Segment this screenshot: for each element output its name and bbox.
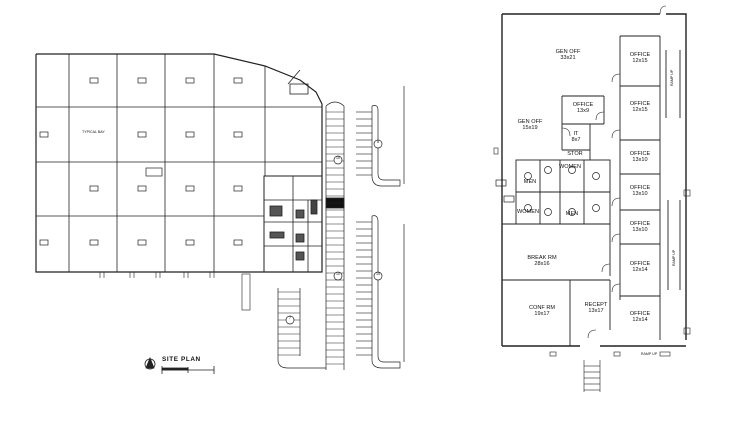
restroom-label: MEN: [565, 211, 579, 217]
restroom-label: MEN: [523, 179, 537, 185]
floor-plan: [493, 5, 691, 392]
warehouse-building: [35, 53, 345, 311]
scale-bar: [161, 366, 215, 374]
typical-bay-label: TYPICAL BAY: [82, 130, 105, 134]
site-plan-title: SITE PLAN: [162, 356, 201, 363]
parking-marker: 10: [336, 156, 340, 160]
ramp-label: RAMP UP: [672, 249, 677, 267]
restroom-label: WOMEN: [516, 209, 540, 215]
parking-marker: 15: [376, 272, 380, 276]
ramp-label: RAMP UP: [640, 352, 658, 356]
room-label: STOR: [567, 151, 583, 157]
parking-marker: 8: [377, 140, 379, 144]
parking-marker: 10: [336, 272, 340, 276]
ramp-label: RAMP UP: [670, 69, 675, 87]
restroom-label: WOMEN: [558, 164, 582, 170]
parking-marker: 7: [289, 316, 291, 320]
parking-lots: [277, 86, 405, 370]
north-arrow-icon: [144, 356, 156, 370]
